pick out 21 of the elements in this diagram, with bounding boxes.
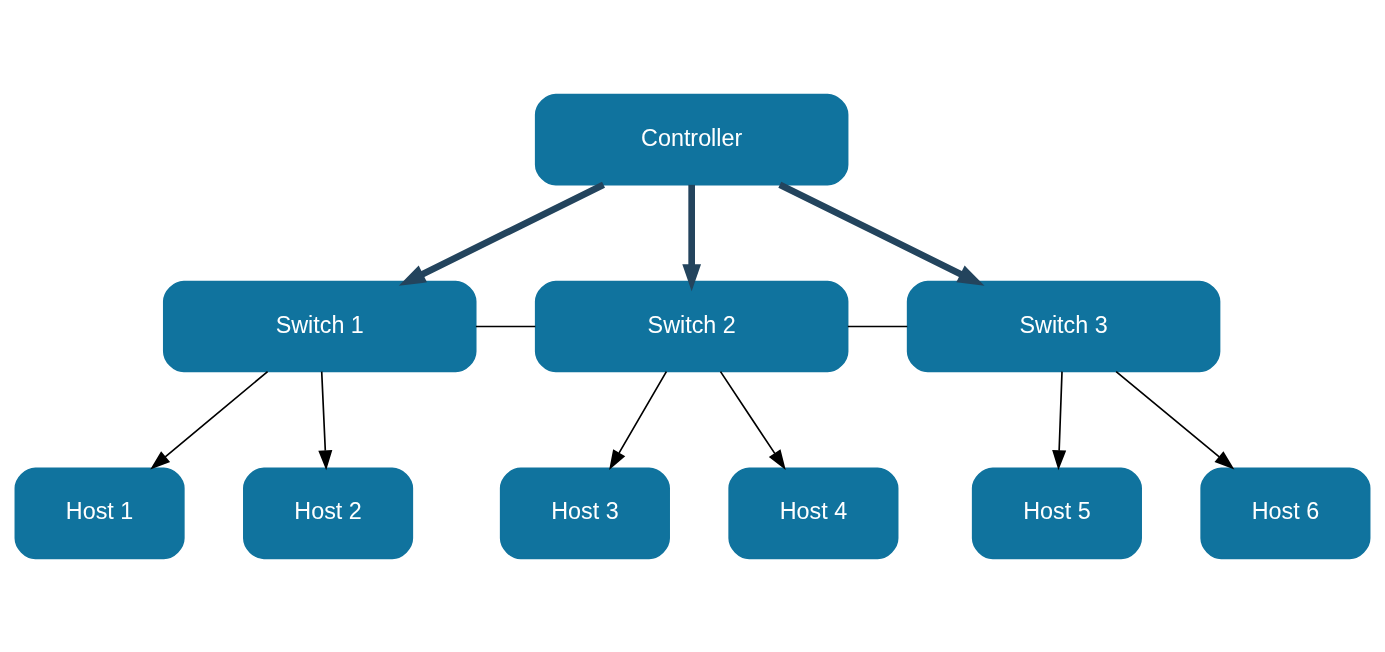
arrow <box>682 184 702 291</box>
connector <box>475 325 537 327</box>
node-box: Controller <box>534 93 849 186</box>
arrow <box>150 370 269 469</box>
node-box: Switch 3 <box>906 280 1221 372</box>
arrow <box>719 370 786 470</box>
node-box: Host 1 <box>14 466 185 559</box>
arrow <box>318 370 333 470</box>
arrow <box>1115 370 1235 469</box>
arrow <box>1052 370 1067 470</box>
node-box: Host 5 <box>971 466 1142 559</box>
arrow <box>398 181 605 286</box>
node-box: Host 4 <box>728 466 899 559</box>
node-box: Switch 2 <box>534 280 849 372</box>
node-box: Host 2 <box>243 466 414 559</box>
node-box: Host 3 <box>499 466 670 559</box>
arrow <box>609 370 668 470</box>
connector <box>847 325 909 327</box>
node-box: Host 6 <box>1200 466 1371 559</box>
arrow <box>778 181 985 286</box>
node-box: Switch 1 <box>162 280 477 372</box>
